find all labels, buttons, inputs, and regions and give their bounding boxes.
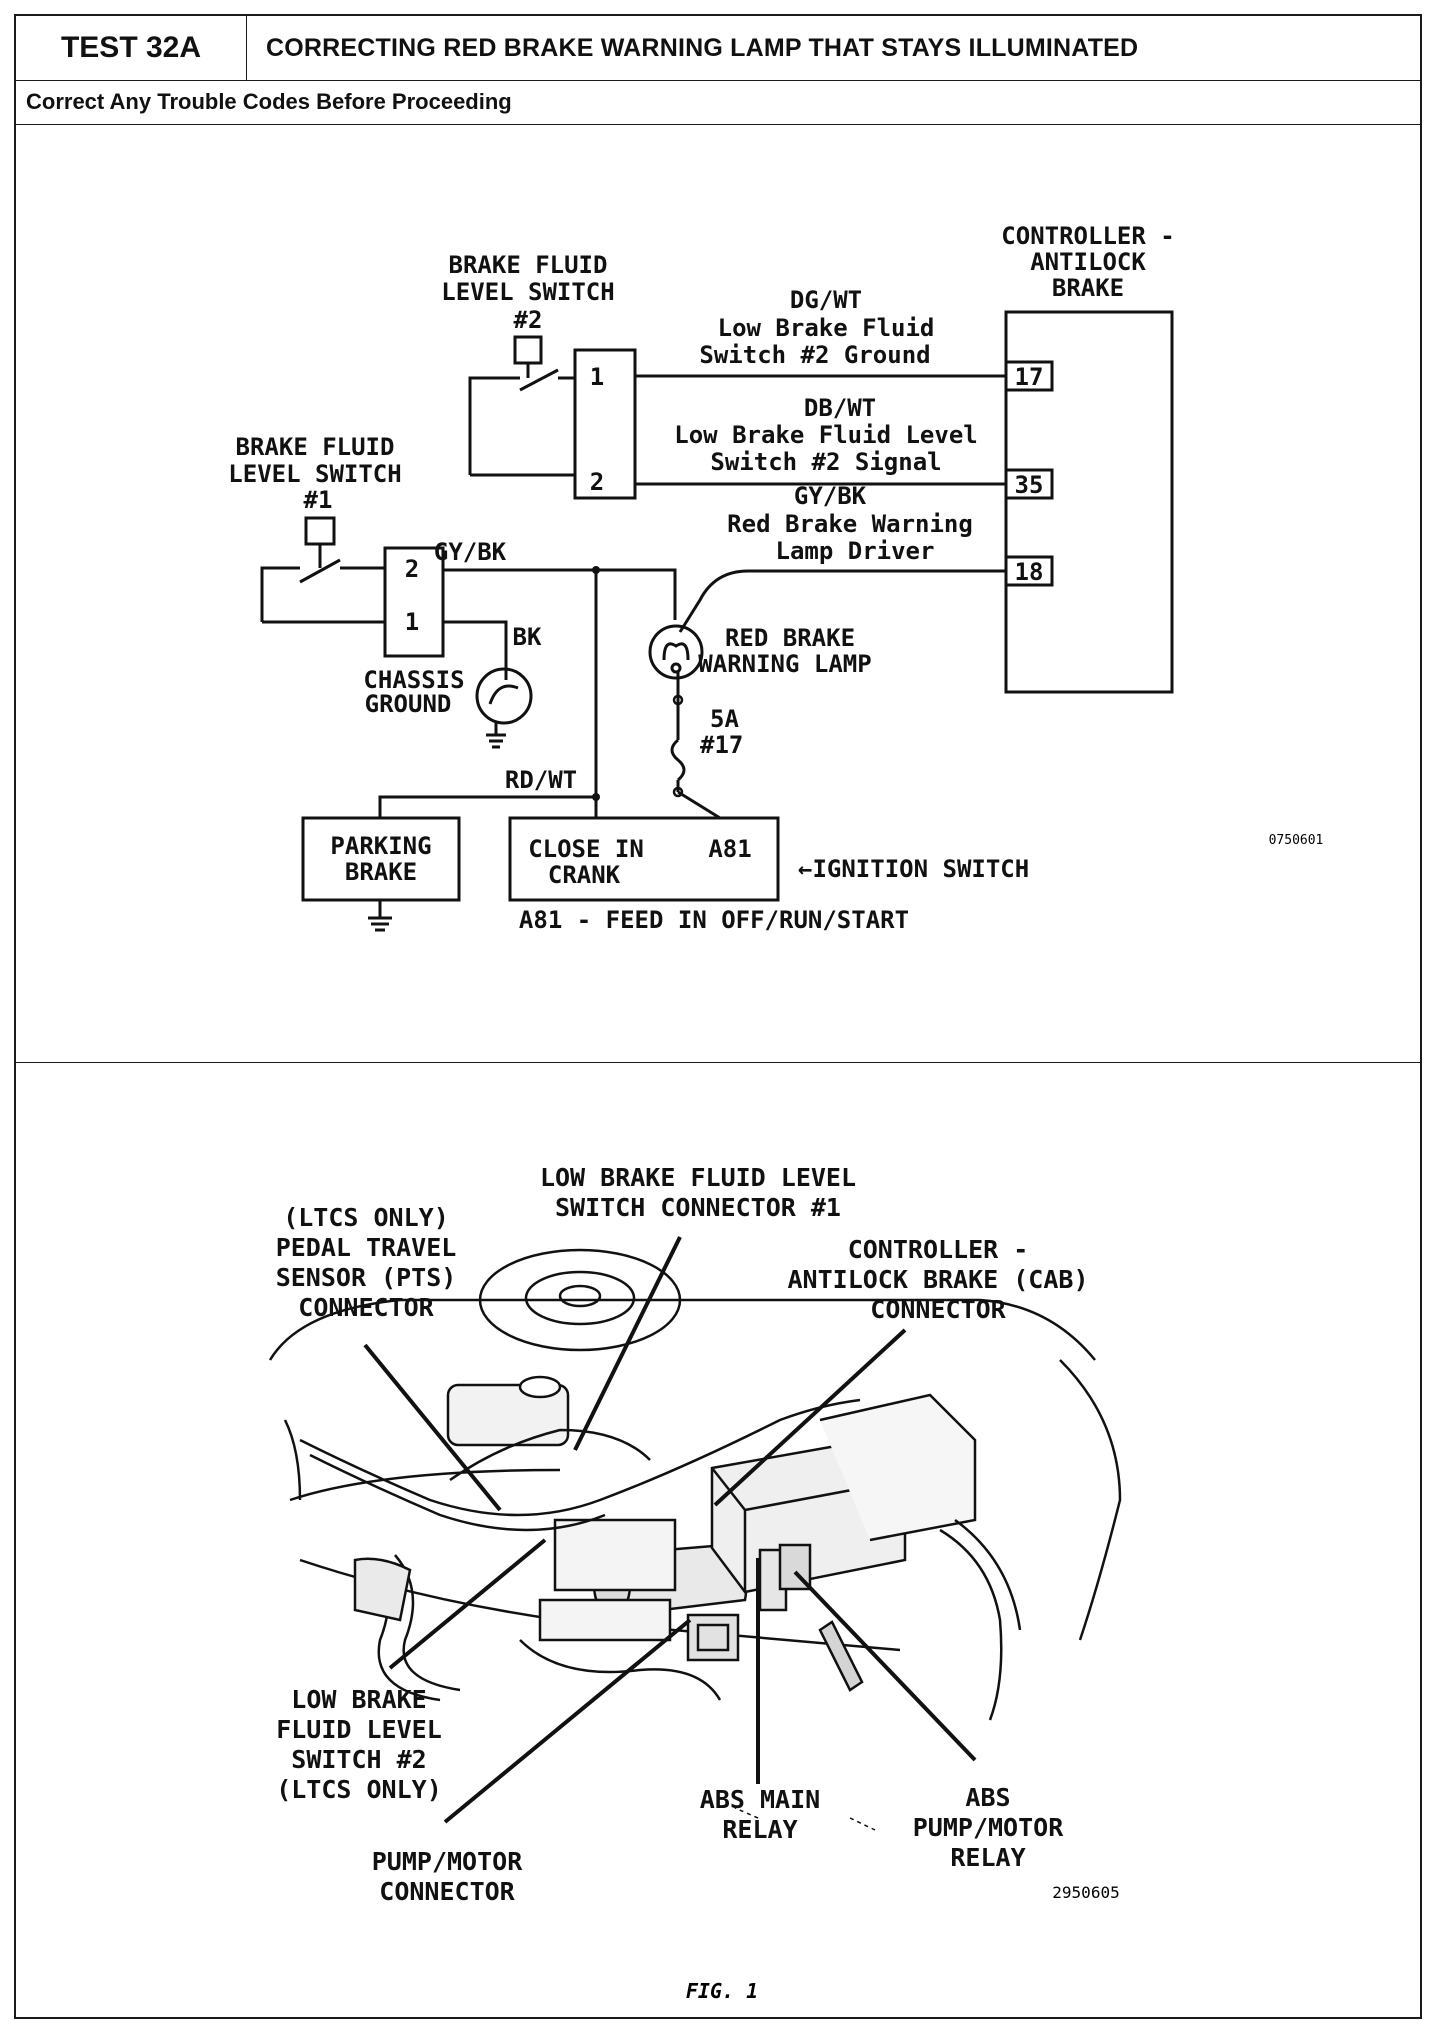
a81-note: A81 - FEED IN OFF/RUN/START xyxy=(519,906,909,934)
ignition-switch-label: ←IGNITION SWITCH xyxy=(798,855,1029,883)
parking-brake-label-2: BRAKE xyxy=(345,858,417,886)
wire18-desc-2: Lamp Driver xyxy=(776,537,935,565)
page-frame: TEST 32A CORRECTING RED BRAKE WARNING LA… xyxy=(14,14,1422,2019)
switch1-float-icon xyxy=(304,516,336,546)
label-abs-pump-2: PUMP/MOTOR xyxy=(913,1813,1064,1842)
lamp-label-2: WARNING LAMP xyxy=(698,650,871,678)
header-row: TEST 32A CORRECTING RED BRAKE WARNING LA… xyxy=(16,16,1420,81)
fuse-label-1: 5A xyxy=(710,705,739,733)
label-pts-4: CONNECTOR xyxy=(298,1293,434,1322)
leader-lines xyxy=(363,1236,977,1824)
label-cab-3: CONNECTOR xyxy=(870,1295,1006,1324)
pin-18-label: 18 xyxy=(1015,558,1044,586)
switch2-connector xyxy=(573,348,637,500)
switch2-float-icon xyxy=(513,335,543,365)
controller-label-3: BRAKE xyxy=(1052,274,1124,302)
chassis-ground-label-1: CHASSIS xyxy=(363,666,464,694)
figure-caption: FIG. 1 xyxy=(686,1979,758,2003)
switch1-connector xyxy=(383,546,445,658)
ignition-box-a81: A81 xyxy=(708,835,751,863)
controller-label-2: ANTILOCK xyxy=(1030,248,1146,276)
engine-bay-figure: LOW BRAKE FLUID LEVEL SWITCH CONNECTOR #… xyxy=(268,1163,1122,2003)
controller-box xyxy=(1004,310,1174,694)
label-lbfl1-1: LOW BRAKE FLUID LEVEL xyxy=(540,1163,856,1192)
label-pts-2: PEDAL TRAVEL xyxy=(276,1233,457,1262)
chassis-ground-label-2: GROUND xyxy=(365,690,452,718)
wire35-color: DB/WT xyxy=(804,394,876,422)
ignition-box-label-1: CLOSE IN xyxy=(528,835,644,863)
switch1-label-1: BRAKE FLUID xyxy=(236,433,395,461)
wire17-color: DG/WT xyxy=(790,286,862,314)
wire18-desc-1: Red Brake Warning xyxy=(727,510,973,538)
ignition-switch-box xyxy=(508,816,780,902)
wire-rdwt-label: RD/WT xyxy=(505,766,577,794)
subheader-row: Correct Any Trouble Codes Before Proceed… xyxy=(16,80,1420,125)
label-abs-pump-3: RELAY xyxy=(950,1843,1025,1872)
label-cab-2: ANTILOCK BRAKE (CAB) xyxy=(787,1265,1088,1294)
wire18-color: GY/BK xyxy=(794,482,867,510)
wire17-desc-2: Switch #2 Ground xyxy=(699,341,930,369)
pin-35-label: 35 xyxy=(1015,471,1044,499)
label-lbfl2-3: SWITCH #2 xyxy=(291,1745,426,1774)
controller-label-1: CONTROLLER - xyxy=(1001,222,1174,250)
sw1-pin1: 1 xyxy=(405,608,419,636)
wire35-desc-1: Low Brake Fluid Level xyxy=(674,421,977,449)
wire35-desc-2: Switch #2 Signal xyxy=(710,448,941,476)
engine-bay-illustration xyxy=(268,1248,1122,1721)
label-pump-conn-2: CONNECTOR xyxy=(379,1877,515,1906)
label-abs-main-2: RELAY xyxy=(722,1815,797,1844)
label-lbfl2-4: (LTCS ONLY) xyxy=(276,1775,442,1804)
wiring-schematic: CONTROLLER - ANTILOCK BRAKE BRAKE FLUID … xyxy=(228,222,1324,934)
sw2-pin1: 1 xyxy=(590,363,604,391)
switch1-label-2: LEVEL SWITCH xyxy=(228,460,401,488)
figure-ref-code: 2950605 xyxy=(1052,1883,1119,1902)
label-pts-3: SENSOR (PTS) xyxy=(276,1263,457,1292)
sw1-pin2: 2 xyxy=(405,555,419,583)
section-divider xyxy=(16,1062,1420,1063)
wire17-desc-1: Low Brake Fluid xyxy=(718,314,935,342)
warning-lamp-icon xyxy=(648,624,704,680)
label-lbfl2-1: LOW BRAKE xyxy=(291,1685,426,1714)
schematic-ref-code: 0750601 xyxy=(1269,833,1324,848)
label-abs-pump-1: ABS xyxy=(965,1783,1010,1812)
label-pts-1: (LTCS ONLY) xyxy=(283,1203,449,1232)
switch2-label-3: #2 xyxy=(514,306,543,334)
wire-bk-label: BK xyxy=(513,623,542,651)
pin-17-label: 17 xyxy=(1015,363,1044,391)
fuse-label-2: #17 xyxy=(700,731,743,759)
switch1-label-3: #1 xyxy=(304,486,333,514)
lamp-label-1: RED BRAKE xyxy=(725,624,855,652)
label-cab-1: CONTROLLER - xyxy=(848,1235,1029,1264)
switch2-label-1: BRAKE FLUID xyxy=(449,251,608,279)
wire-gybk-label: GY/BK xyxy=(434,538,507,566)
label-abs-main-1: ABS MAIN xyxy=(700,1785,820,1814)
test-id: TEST 32A xyxy=(16,16,247,80)
label-lbfl2-2: FLUID LEVEL xyxy=(276,1715,442,1744)
parking-brake-label-1: PARKING xyxy=(330,832,431,860)
chassis-ground-icon xyxy=(475,667,533,749)
label-pump-conn-1: PUMP/MOTOR xyxy=(372,1847,523,1876)
parking-brake-ground-icon xyxy=(368,916,392,932)
switch2-label-2: LEVEL SWITCH xyxy=(441,278,614,306)
sw2-pin2: 2 xyxy=(590,468,604,496)
page-title: CORRECTING RED BRAKE WARNING LAMP THAT S… xyxy=(266,33,1139,62)
ignition-box-label-2: CRANK xyxy=(548,861,621,889)
label-lbfl1-2: SWITCH CONNECTOR #1 xyxy=(555,1193,841,1222)
page-subtitle: Correct Any Trouble Codes Before Proceed… xyxy=(26,89,512,114)
